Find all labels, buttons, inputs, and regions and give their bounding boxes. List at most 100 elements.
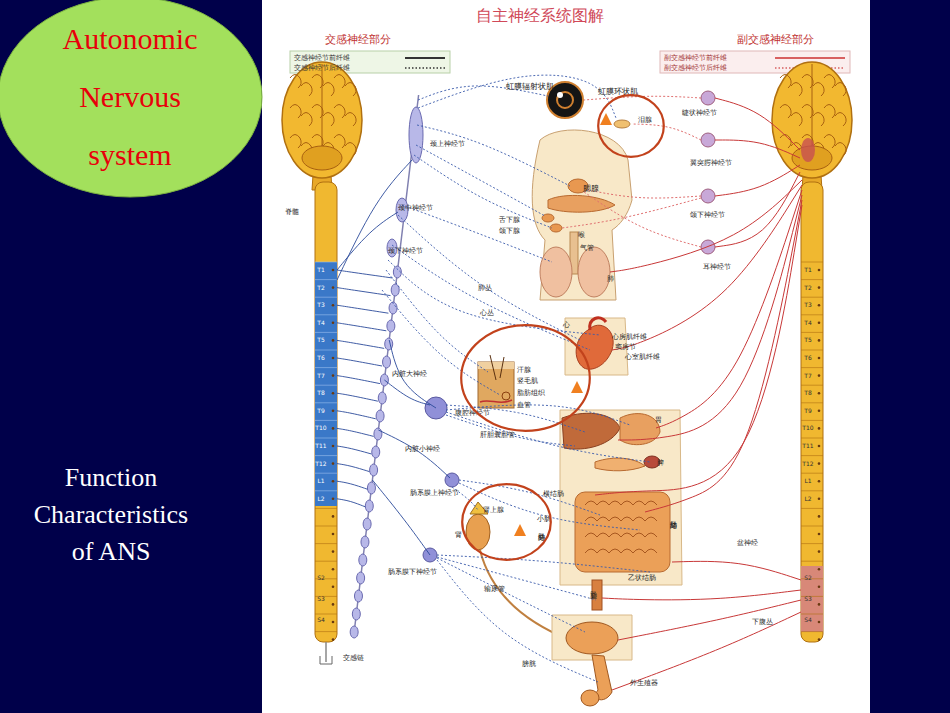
segment-divider <box>315 262 337 263</box>
segment-divider <box>801 455 823 456</box>
nerve-fibre <box>384 380 430 405</box>
nerve-root-dot <box>818 269 821 272</box>
brain-gyrus <box>813 83 824 97</box>
ganglion <box>387 320 395 332</box>
anatomy-label: 下腹丛 <box>752 618 773 626</box>
segment-label: S2 <box>804 574 812 581</box>
segment-divider <box>315 631 337 632</box>
highlight-triangle <box>571 381 583 393</box>
anatomy-label: 盆神经 <box>737 539 758 547</box>
anatomy-label: 颈上神经节 <box>430 140 465 148</box>
parasympathetic-ganglion <box>701 189 715 203</box>
nerve-fibre <box>337 305 388 313</box>
nerve-fibre <box>418 75 616 118</box>
nerve-root-dot <box>818 322 821 325</box>
spinal-cord <box>315 182 337 642</box>
iris <box>557 92 573 108</box>
segment-divider <box>801 367 823 368</box>
skin-section <box>478 362 514 408</box>
segment-label: L2 <box>804 495 811 502</box>
nerve-root-dot <box>332 480 335 483</box>
node-label: 竖毛肌 <box>517 376 538 386</box>
brain-gyrus <box>334 75 345 89</box>
nerve-root-dot <box>332 322 335 325</box>
segment-label: S4 <box>317 616 325 623</box>
node-label: 泪腺 <box>638 115 652 125</box>
head-profile <box>532 130 632 300</box>
segment-label: T11 <box>802 442 813 449</box>
segment-divider <box>315 508 337 509</box>
nerve-fibre <box>446 412 650 462</box>
segment-label: L1 <box>317 478 324 485</box>
anatomy-label: 喉 <box>578 231 585 239</box>
segment-label: L2 <box>317 495 324 502</box>
nerve-root-dot <box>818 462 821 465</box>
ganglion <box>409 107 423 163</box>
anatomy-label: 乙状结肠 <box>628 574 656 582</box>
brain-gyrus <box>345 143 356 157</box>
segment-label: T7 <box>804 372 811 379</box>
anatomy-label: 内脏小神经 <box>405 445 440 453</box>
nerve-fibre <box>337 393 378 401</box>
intestine-coil <box>585 549 657 553</box>
pelvis-region <box>552 615 632 660</box>
brain-gyrus <box>323 83 334 97</box>
anatomy-label: 肾 <box>455 531 462 539</box>
brain-gyrus <box>835 83 846 97</box>
anatomy-label: 颈中神经节 <box>398 204 433 212</box>
nerve-fibre <box>402 205 552 262</box>
nerve-root-dot <box>332 410 335 413</box>
nerve-fibre <box>337 358 382 366</box>
aorta <box>590 318 606 330</box>
nerve-root-dot <box>818 339 821 342</box>
ganglion <box>363 518 371 530</box>
nerve-root-dot <box>332 498 335 501</box>
segment-label: T12 <box>315 460 326 467</box>
segment-divider <box>801 438 823 439</box>
nerve-fibre <box>417 125 570 186</box>
anatomy-label: 小肠 <box>537 515 551 523</box>
brain-gyrus <box>835 143 846 157</box>
nerve-fibre <box>459 483 640 530</box>
segment-divider <box>801 614 823 615</box>
anatomy-label: 颌下神经节 <box>690 211 725 219</box>
segment-divider <box>315 350 337 351</box>
segment-divider <box>801 631 823 632</box>
intestine-coil <box>585 533 657 537</box>
segment-label: T8 <box>317 390 324 397</box>
segment-divider <box>315 332 337 333</box>
anatomy-label: 心 <box>563 321 570 329</box>
nerve-fibre <box>337 160 412 280</box>
legend-text: 交感神经节前纤维 <box>294 54 350 62</box>
oral-cavity <box>548 195 615 212</box>
ellipse-shape <box>598 95 664 157</box>
filum <box>325 642 327 662</box>
segment-divider <box>801 526 823 527</box>
brain <box>282 62 362 178</box>
title-ellipse: Autonomic Nervous system <box>0 0 263 198</box>
brain-gyrus <box>334 135 345 149</box>
segment-label: S2 <box>317 574 325 581</box>
nerve-fibre <box>337 270 393 278</box>
nerve-root-dot <box>818 357 821 360</box>
ellipse-shape <box>462 484 551 560</box>
ganglion <box>359 554 367 566</box>
nerve-fibre <box>337 340 384 348</box>
nerve-root-dot <box>818 550 821 553</box>
anatomy-label: 翼突腭神经节 <box>690 159 732 167</box>
slide-subtitle: Function Characteristics of ANS <box>24 459 199 570</box>
nerve-root-dot <box>332 462 335 465</box>
highlight-circle: 泪腺 <box>596 93 666 159</box>
node-label: 肾上腺 <box>483 505 504 515</box>
abdomen-region <box>560 410 682 585</box>
segment-label: T6 <box>804 354 811 361</box>
legend-line-sample <box>775 57 845 59</box>
anatomy-label: 虹膜辐射状肌 <box>506 82 554 92</box>
nerve-fibre <box>562 198 701 228</box>
brain-gyrus <box>802 75 813 89</box>
ellipse-shape <box>0 0 262 197</box>
brain-gyrus <box>334 105 345 119</box>
nerve-fibre <box>715 140 800 158</box>
segment-divider <box>801 279 823 280</box>
